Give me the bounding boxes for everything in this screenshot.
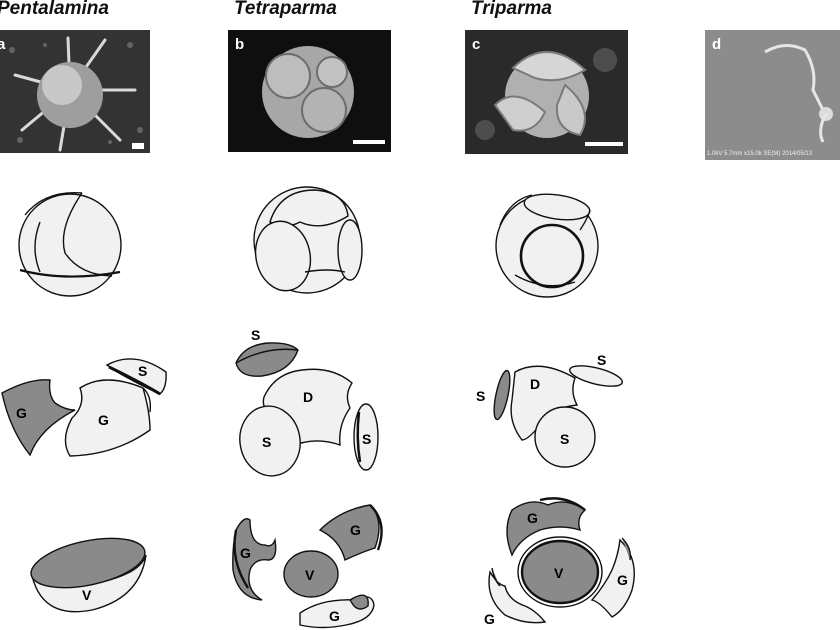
- triparma-girdle-top-rim: [539, 497, 586, 511]
- tetraparma-label-v: V: [305, 567, 315, 583]
- panel-letter-c: c: [472, 36, 481, 53]
- triparma-label-g-left: G: [484, 611, 495, 627]
- triparma-girdle-left-dark: [491, 567, 501, 587]
- triparma-label-s-bottom: S: [560, 431, 569, 447]
- pentalamina-shield-plate: [105, 358, 167, 395]
- tetraparma-label-g-upper: G: [350, 522, 361, 538]
- triparma-girdle-plate-left: [488, 570, 547, 624]
- micrograph-b: b: [228, 30, 391, 152]
- tetraparma-girdle-lower-dark: [349, 594, 369, 610]
- pentalamina-label-g1: G: [16, 405, 27, 421]
- tetraparma-valve: [283, 550, 339, 598]
- tetraparma-label-s-left: S: [262, 434, 271, 450]
- pentalamina-assembled-cell: [18, 191, 122, 297]
- triparma-girdle-right-dark: [621, 537, 632, 561]
- tetraparma-girdle-upper-rim: [369, 504, 383, 551]
- micrograph-c-cell: [475, 48, 617, 140]
- triparma-assembled-cell: [495, 193, 599, 298]
- tetraparma-shield-plate-top: [235, 342, 299, 377]
- micrograph-a: a: [0, 30, 150, 153]
- pentalamina-girdle-plate-light: [64, 379, 151, 457]
- triparma-label-g-top: G: [527, 510, 538, 526]
- micrograph-d: d 1.0kV 5.7mm x15.0k SE(M) 2014/05/13: [705, 30, 840, 160]
- triparma-girdle-plate-top: [506, 501, 587, 557]
- scale-bar-a: [132, 143, 144, 149]
- panel-letter-b: b: [235, 36, 245, 53]
- tetraparma-label-g-left: G: [240, 545, 251, 561]
- micrograph-a-cell: [9, 36, 143, 152]
- tetraparma-girdle-left-rim: [233, 529, 250, 589]
- triparma-shield-plate-left: [493, 369, 511, 421]
- triparma-label-v: V: [554, 565, 564, 581]
- panel-letter-a: a: [0, 36, 6, 53]
- triparma-girdle-plate-right: [590, 538, 635, 618]
- tetraparma-girdle-plate-upper: [318, 504, 380, 561]
- micrograph-d-cell: [764, 44, 833, 143]
- triparma-shield-plate-bottom: [534, 406, 596, 468]
- tetraparma-label-s-top: S: [251, 327, 260, 343]
- tetraparma-label-g-lower: G: [329, 608, 340, 624]
- pentalamina-girdle-plate-rim: [142, 387, 152, 413]
- triparma-label-g-right: G: [617, 572, 628, 588]
- triparma-shield-plate-top: [569, 365, 623, 387]
- scale-bar-b: [353, 140, 385, 144]
- panel-letter-d: d: [712, 36, 722, 53]
- scale-bar-c: [585, 142, 623, 146]
- triparma-label-s-left: S: [476, 388, 485, 404]
- genus-title-tetraparma: Tetraparma: [234, 0, 337, 19]
- micrograph-b-cell: [262, 46, 354, 138]
- triparma-valve-rim: [517, 536, 603, 608]
- tetraparma-shield-rim: [235, 348, 299, 364]
- pentalamina-label-g2: G: [98, 412, 109, 428]
- triparma-valve: [520, 539, 600, 605]
- pentalamina-valve-opening: [30, 537, 146, 589]
- micrograph-c: c: [465, 30, 628, 154]
- pentalamina-girdle-plate-dark: [1, 379, 76, 457]
- micrograph-caption: 1.0kV 5.7mm x15.0k SE(M) 2014/05/13: [707, 151, 813, 157]
- pentalamina-label-v: V: [82, 587, 92, 603]
- tetraparma-assembled-cell: [253, 186, 363, 294]
- pentalamina-shield-rim: [108, 365, 161, 396]
- tetraparma-label-s-right: S: [362, 431, 371, 447]
- tetraparma-shield-right-rim: [356, 411, 362, 463]
- triparma-label-d: D: [530, 376, 540, 392]
- genus-title-pentalamina: Pentalamina: [0, 0, 109, 19]
- triparma-label-s-top: S: [597, 352, 606, 368]
- tetraparma-shield-plate-left: [239, 405, 301, 477]
- pentalamina-label-s: S: [138, 363, 147, 379]
- genus-title-triparma: Triparma: [471, 0, 552, 19]
- tetraparma-label-d: D: [303, 389, 313, 405]
